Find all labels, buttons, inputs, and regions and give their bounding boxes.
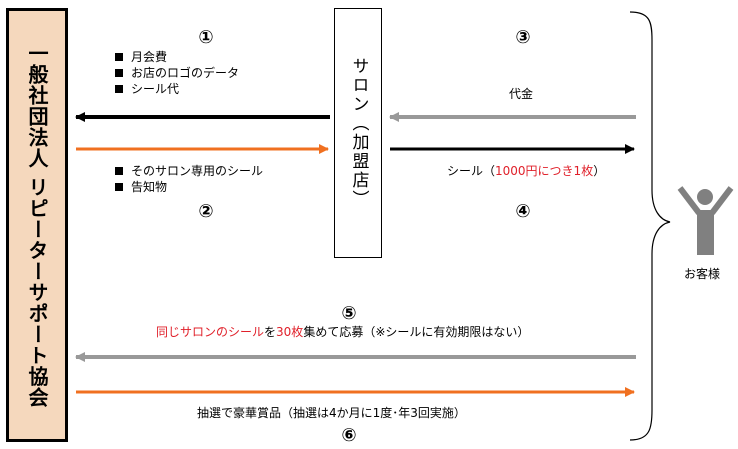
step-1-list: 月会費 お店のロゴのデータ シール代: [115, 49, 239, 97]
customer-label: お客様: [684, 267, 721, 281]
salon-box: サロン（加盟店）: [334, 8, 382, 258]
step-2-number: ②: [198, 201, 214, 222]
list-item: 月会費: [115, 49, 239, 65]
list-item: シール代: [115, 81, 239, 97]
step-5-number: ⑤: [341, 303, 357, 324]
step-4-label: シール（1000円につき1枚）: [447, 164, 606, 178]
bullet-icon: [115, 166, 123, 175]
bullet-icon: [115, 68, 123, 77]
association-box: 一般社団法人 リピーターサポート協会: [6, 8, 68, 442]
list-item: お店のロゴのデータ: [115, 65, 239, 81]
step-1-number: ①: [198, 27, 214, 48]
bullet-icon: [115, 84, 123, 93]
step-6-label: 抽選で豪華賞品（抽選は4か月に1度･年3回実施）: [197, 406, 466, 420]
step-4-number: ④: [515, 201, 531, 222]
step-2-list: そのサロン専用のシール 告知物: [115, 163, 263, 195]
step-3-number: ③: [515, 27, 531, 48]
person-icon: [677, 186, 734, 255]
step-5-label: 同じサロンのシールを30枚集めて応募（※シールに有効期限はない）: [156, 325, 530, 339]
bullet-icon: [115, 52, 123, 61]
step-3-label: 代金: [509, 87, 534, 101]
association-label: 一般社団法人 リピーターサポート協会: [25, 42, 49, 408]
salon-label: サロン（加盟店）: [348, 57, 369, 209]
list-item: 告知物: [115, 179, 263, 195]
bullet-icon: [115, 182, 123, 191]
list-item: そのサロン専用のシール: [115, 163, 263, 179]
step-6-number: ⑥: [341, 425, 357, 446]
customer-brace: [629, 11, 671, 441]
